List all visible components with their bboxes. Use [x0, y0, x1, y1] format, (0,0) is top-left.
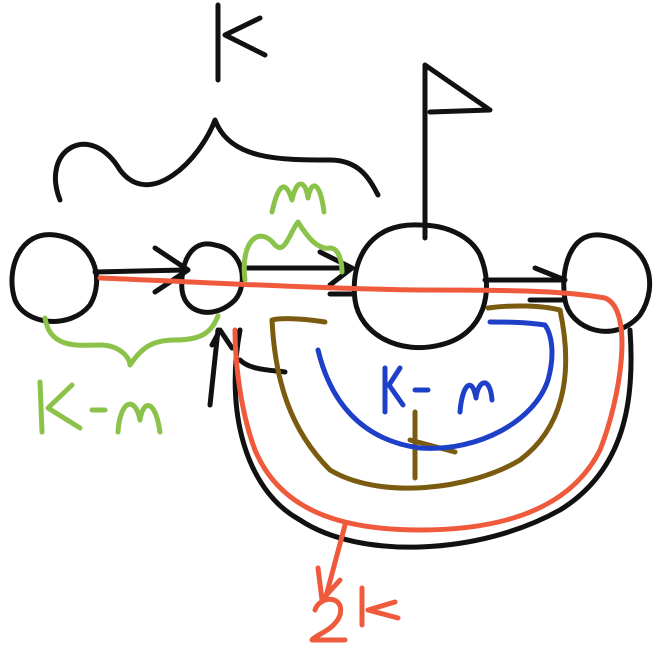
green-group: m k-m — [37, 181, 345, 435]
arrow-up-into-second — [207, 327, 235, 408]
red-path — [97, 275, 625, 533]
brown-path-group — [269, 303, 569, 491]
top-brace — [52, 117, 381, 203]
k-symbol — [215, 2, 268, 83]
black-loop-arc — [232, 327, 634, 550]
green-brace-m — [241, 219, 345, 283]
black-small-curve — [237, 357, 288, 375]
red-2k-symbol — [309, 585, 401, 643]
node-second — [179, 241, 245, 315]
brown-path — [269, 303, 569, 491]
arrow-second-to-big — [242, 249, 355, 288]
green-m-symbol — [269, 181, 327, 215]
arrow-left-to-second — [92, 245, 191, 295]
arrow-big-to-right — [482, 265, 568, 303]
blue-k-minus-m-symbol — [382, 365, 495, 415]
blue-path — [315, 319, 555, 451]
node-left — [9, 232, 100, 324]
node-right — [561, 232, 653, 334]
nodes — [9, 222, 653, 351]
node-big — [351, 222, 489, 351]
black-arrows — [92, 245, 634, 550]
green-k-minus-m-symbol — [37, 379, 163, 435]
top-brace-group: K — [52, 2, 381, 203]
green-brace-k-minus-m — [42, 313, 221, 368]
blue-path-group: k-m — [315, 319, 555, 451]
red-path-group: 2K — [97, 275, 625, 643]
flag-icon — [422, 62, 493, 241]
